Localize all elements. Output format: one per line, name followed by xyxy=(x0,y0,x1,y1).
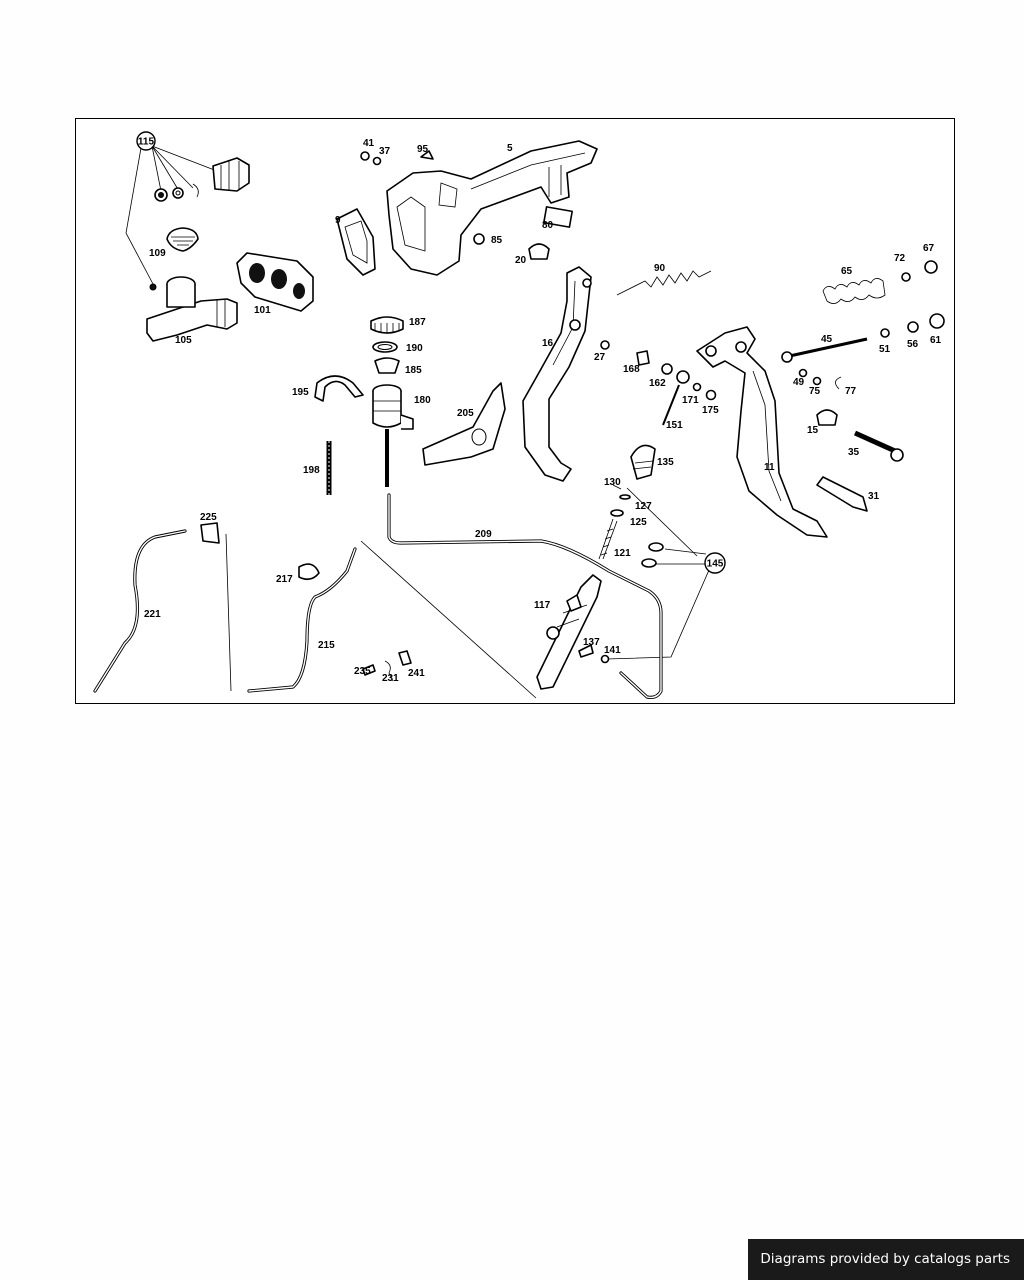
part-90-return-spring[interactable] xyxy=(616,270,712,296)
part-16-clutch-pedal[interactable] xyxy=(522,266,592,482)
label-p215[interactable]: 215 xyxy=(318,640,335,651)
exploded-parts-diagram: 115 109 105 101 9 41 37 95 5 80 85 20 90… xyxy=(93,131,945,699)
label-p85[interactable]: 85 xyxy=(491,235,503,246)
label-p77[interactable]: 77 xyxy=(845,386,857,397)
parts-diagram-frame: 115 109 105 101 9 41 37 95 5 80 85 20 90… xyxy=(75,118,955,704)
label-p187[interactable]: 187 xyxy=(409,317,426,328)
label-p135[interactable]: 135 xyxy=(657,457,674,468)
part-145-seals[interactable] xyxy=(641,542,664,568)
label-p180[interactable]: 180 xyxy=(414,395,431,406)
part-195-clamp[interactable] xyxy=(314,375,364,402)
part-209-fluid-line[interactable] xyxy=(387,493,663,699)
part-115-seal-kit[interactable] xyxy=(154,157,250,202)
label-p190[interactable]: 190 xyxy=(406,343,423,354)
leader-lines xyxy=(125,145,710,699)
label-p185[interactable]: 185 xyxy=(405,365,422,376)
label-p49[interactable]: 49 xyxy=(793,377,805,388)
label-p16[interactable]: 16 xyxy=(542,338,554,349)
part-105-master-cylinder[interactable] xyxy=(146,276,238,342)
label-p31[interactable]: 31 xyxy=(868,491,880,502)
label-p75[interactable]: 75 xyxy=(809,386,821,397)
part-9-mounting-plate[interactable] xyxy=(336,208,376,276)
part-109-reservoir-cap[interactable] xyxy=(166,227,199,252)
part-number-labels: 115 109 105 101 9 41 37 95 5 80 85 20 90… xyxy=(138,137,942,685)
label-p11[interactable]: 11 xyxy=(764,462,775,473)
label-p95[interactable]: 95 xyxy=(417,144,429,155)
label-p56[interactable]: 56 xyxy=(907,339,919,350)
part-187-reservoir-cap[interactable] xyxy=(370,316,404,334)
label-p171[interactable]: 171 xyxy=(682,395,699,406)
part-65-spring[interactable] xyxy=(822,278,886,304)
credit-badge: Diagrams provided by catalogs parts xyxy=(748,1239,1024,1280)
label-p151[interactable]: 151 xyxy=(666,420,683,431)
label-p37[interactable]: 37 xyxy=(379,146,391,157)
label-p65[interactable]: 65 xyxy=(841,266,853,277)
label-p61[interactable]: 61 xyxy=(930,335,942,346)
callout-circles xyxy=(136,131,726,574)
label-p35[interactable]: 35 xyxy=(848,447,860,458)
label-p205[interactable]: 205 xyxy=(457,408,474,419)
label-p241[interactable]: 241 xyxy=(408,668,425,679)
label-p5[interactable]: 5 xyxy=(507,143,513,154)
label-p121[interactable]: 121 xyxy=(614,548,631,559)
label-p27[interactable]: 27 xyxy=(594,352,606,363)
label-p168[interactable]: 168 xyxy=(623,364,640,375)
label-p130[interactable]: 130 xyxy=(604,477,621,488)
label-p41[interactable]: 41 xyxy=(363,138,375,149)
label-p67[interactable]: 67 xyxy=(923,243,935,254)
part-45-push-rod[interactable] xyxy=(781,337,868,363)
label-p109[interactable]: 109 xyxy=(149,248,166,259)
label-p105[interactable]: 105 xyxy=(175,335,192,346)
label-p175[interactable]: 175 xyxy=(702,405,719,416)
label-p141[interactable]: 141 xyxy=(604,645,621,656)
label-p231[interactable]: 231 xyxy=(382,673,399,684)
label-p195[interactable]: 195 xyxy=(292,387,309,398)
label-p101[interactable]: 101 xyxy=(254,305,271,316)
part-130-127-clips[interactable] xyxy=(612,484,631,500)
label-p198[interactable]: 198 xyxy=(303,465,320,476)
part-221-hose[interactable] xyxy=(93,529,187,693)
small-fasteners-bottom[interactable] xyxy=(200,522,610,682)
label-p51[interactable]: 51 xyxy=(879,344,891,355)
label-p20[interactable]: 20 xyxy=(515,255,527,266)
label-p137[interactable]: 137 xyxy=(583,637,600,648)
part-135-dust-boot[interactable] xyxy=(630,444,656,480)
label-p45[interactable]: 45 xyxy=(821,334,833,345)
label-p15[interactable]: 15 xyxy=(807,425,819,436)
label-p115[interactable]: 115 xyxy=(138,137,155,148)
part-31-pedal-pad[interactable] xyxy=(816,476,868,512)
label-p162[interactable]: 162 xyxy=(649,378,666,389)
label-p217[interactable]: 217 xyxy=(276,574,293,585)
part-185-strainer[interactable] xyxy=(374,357,400,374)
label-p221[interactable]: 221 xyxy=(144,609,161,620)
label-p9[interactable]: 9 xyxy=(335,215,341,226)
part-5-pedal-bracket[interactable] xyxy=(386,140,598,276)
part-117-slave-cylinder[interactable] xyxy=(536,574,602,690)
part-35-pivot-pin[interactable] xyxy=(853,430,904,462)
label-p117[interactable]: 117 xyxy=(534,600,551,611)
part-180-reservoir[interactable] xyxy=(372,384,414,487)
part-190-seal-ring[interactable] xyxy=(372,341,398,353)
label-p90[interactable]: 90 xyxy=(654,263,666,274)
label-p127[interactable]: 127 xyxy=(635,501,652,512)
part-101-gasket[interactable] xyxy=(236,252,314,312)
part-215-fluid-line[interactable] xyxy=(247,547,357,693)
small-fasteners-top[interactable] xyxy=(360,150,550,260)
small-fasteners-middle[interactable] xyxy=(600,340,717,426)
label-p80[interactable]: 80 xyxy=(542,220,554,231)
label-p72[interactable]: 72 xyxy=(894,253,906,264)
part-11-brake-pedal[interactable] xyxy=(696,326,828,538)
label-p125[interactable]: 125 xyxy=(630,517,647,528)
label-p225[interactable]: 225 xyxy=(200,512,217,523)
label-p209[interactable]: 209 xyxy=(475,529,492,540)
part-125-121-piston-spring[interactable] xyxy=(598,509,624,560)
part-205-bracket[interactable] xyxy=(422,382,506,466)
small-fasteners-right[interactable] xyxy=(798,260,945,426)
label-p145[interactable]: 145 xyxy=(707,559,724,570)
label-p235[interactable]: 235 xyxy=(354,666,371,677)
